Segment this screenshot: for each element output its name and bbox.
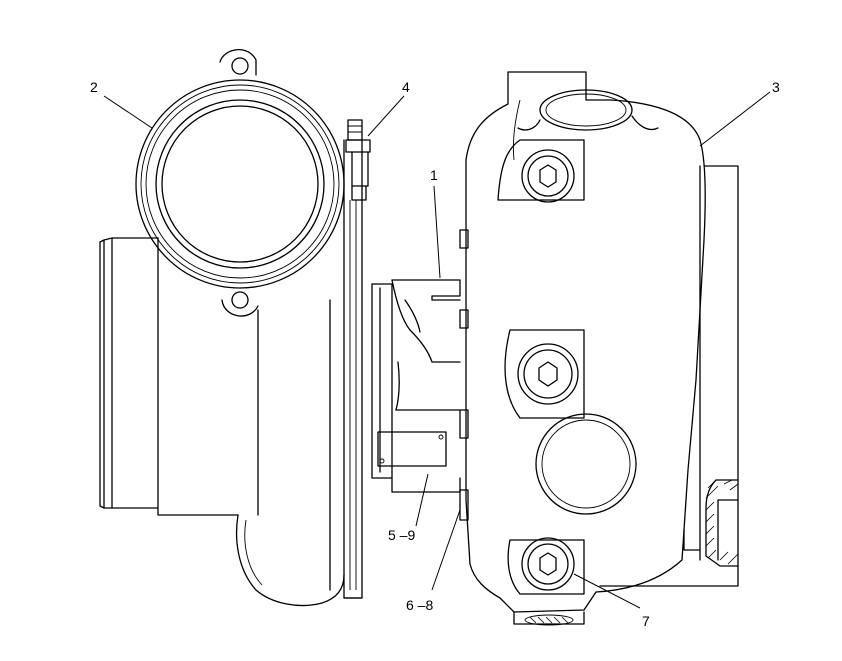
callout-2: 2 xyxy=(90,79,98,95)
callout-4: 4 xyxy=(402,79,410,95)
center-housing xyxy=(371,229,469,521)
leader-lines xyxy=(103,91,771,609)
compressor-housing xyxy=(99,237,345,607)
oil-fitting xyxy=(345,119,371,201)
turbine-housing xyxy=(465,71,739,626)
callout-5-9: 5 –9 xyxy=(388,527,415,543)
compressor-outlet-flange xyxy=(135,49,345,317)
compressor-back-plate xyxy=(343,139,363,599)
callout-7: 7 xyxy=(642,613,650,629)
callout-1: 1 xyxy=(430,167,438,183)
callout-6-8: 6 –8 xyxy=(406,597,433,613)
callout-3: 3 xyxy=(772,79,780,95)
